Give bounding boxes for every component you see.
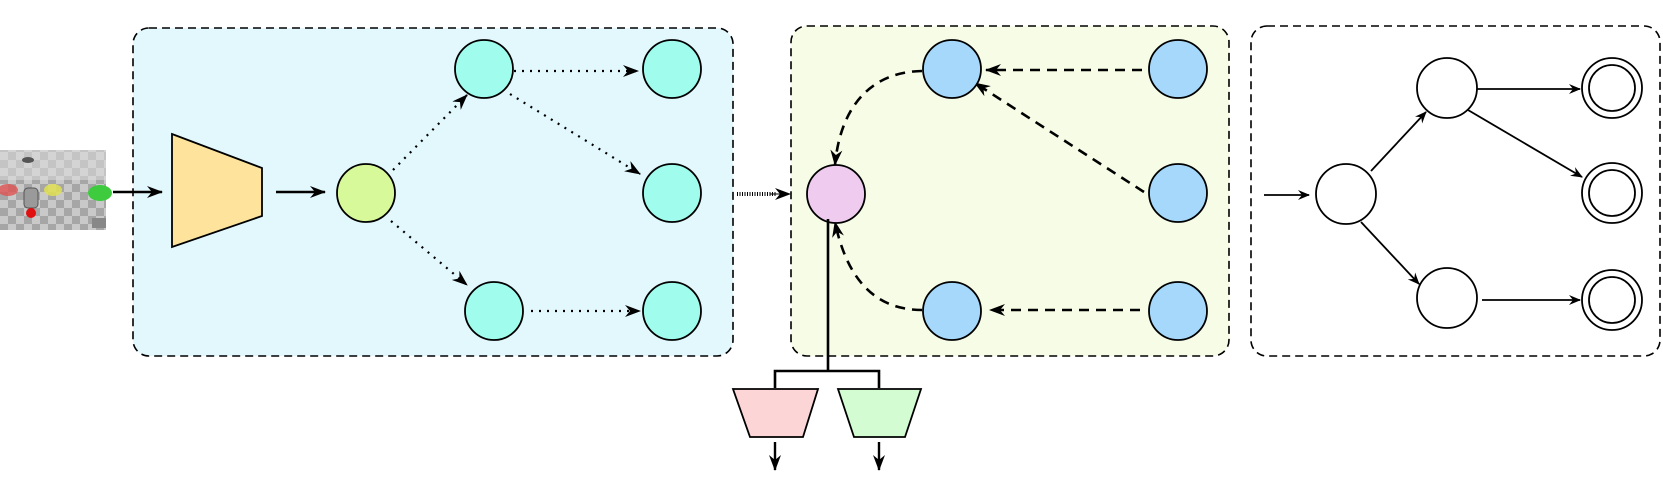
automaton-accept-state-middle	[1581, 162, 1643, 224]
tree-node-upper	[454, 39, 514, 99]
automaton-state-upper	[1416, 57, 1478, 119]
input-scene-image	[0, 150, 112, 230]
root-node	[336, 163, 396, 223]
panel-automaton	[1250, 25, 1661, 357]
automaton-state-lower	[1416, 267, 1478, 329]
automaton-edges	[1264, 84, 1583, 305]
leaf-node-bottom	[642, 281, 702, 341]
aggregation-node-middle-right	[1148, 163, 1208, 223]
automaton-accept-state-top	[1581, 57, 1643, 119]
aggregation-node-top-right	[1148, 39, 1208, 99]
tree-dotted-edges	[390, 65, 641, 317]
automaton-accept-state-bottom	[1581, 269, 1643, 331]
aggregation-dashed-edges	[830, 64, 1145, 316]
output-head-left	[731, 388, 820, 438]
aggregated-node	[806, 164, 866, 224]
output-branch-lines	[773, 219, 881, 388]
leaf-node-top	[642, 39, 702, 99]
encoder-trapezoid	[171, 132, 263, 249]
panel-aggregation	[790, 25, 1230, 357]
output-head-right	[836, 388, 923, 438]
aggregation-node-bottom-left	[922, 281, 982, 341]
automaton-start-state	[1315, 163, 1377, 225]
aggregation-node-bottom-right	[1148, 281, 1208, 341]
aggregation-node-top-left	[922, 39, 982, 99]
tree-node-lower	[464, 281, 524, 341]
leaf-node-middle	[642, 163, 702, 223]
